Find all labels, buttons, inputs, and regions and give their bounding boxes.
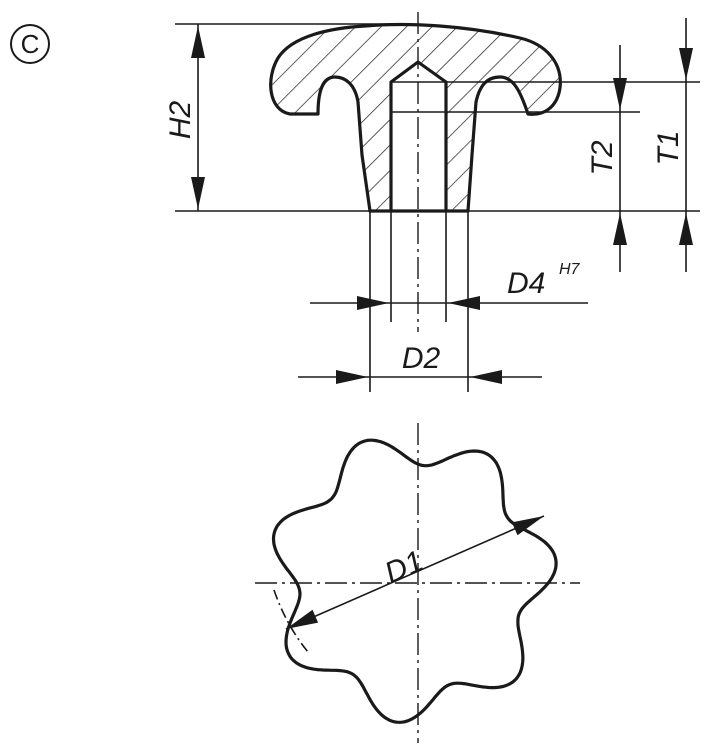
h2-label: H2	[164, 101, 197, 140]
t2-arrow-top	[613, 78, 627, 110]
h2-arrow-bottom	[191, 177, 205, 209]
knob-outline	[269, 22, 562, 213]
top-view: D1	[255, 423, 580, 743]
variant-marker: C	[10, 24, 50, 64]
d4-tolerance: H7	[559, 261, 581, 278]
d1-extension-arc	[273, 589, 309, 653]
t1-arrow-bottom	[679, 213, 693, 245]
lobed-knob-outline	[271, 438, 558, 724]
t2-label: T2	[586, 140, 619, 175]
d4-arrow-left	[357, 296, 389, 310]
t1-label: T1	[652, 130, 685, 165]
variant-letter: C	[21, 29, 40, 59]
d4-arrow-right	[448, 296, 480, 310]
h2-arrow-top	[191, 26, 205, 58]
dimension-d2: D2	[298, 342, 542, 384]
dimension-d4: D4 H7	[310, 261, 588, 310]
t2-arrow-bottom	[613, 213, 627, 245]
d2-arrow-left	[336, 370, 368, 384]
dimension-t1: T1	[652, 18, 693, 272]
t1-arrow-top	[679, 48, 693, 80]
dimension-h2: H2	[164, 24, 205, 211]
d1-arrow-lower	[286, 609, 319, 629]
d2-arrow-right	[470, 370, 502, 384]
d1-arrow-upper	[511, 516, 544, 536]
variant-circle	[10, 24, 50, 64]
side-section-view	[175, 12, 700, 392]
knob-section-hatched	[270, 24, 561, 211]
d2-label: D2	[402, 342, 441, 375]
dimension-t2: T2	[586, 45, 627, 272]
d4-label: D4	[507, 267, 545, 300]
d1-dimension-line	[285, 515, 545, 630]
